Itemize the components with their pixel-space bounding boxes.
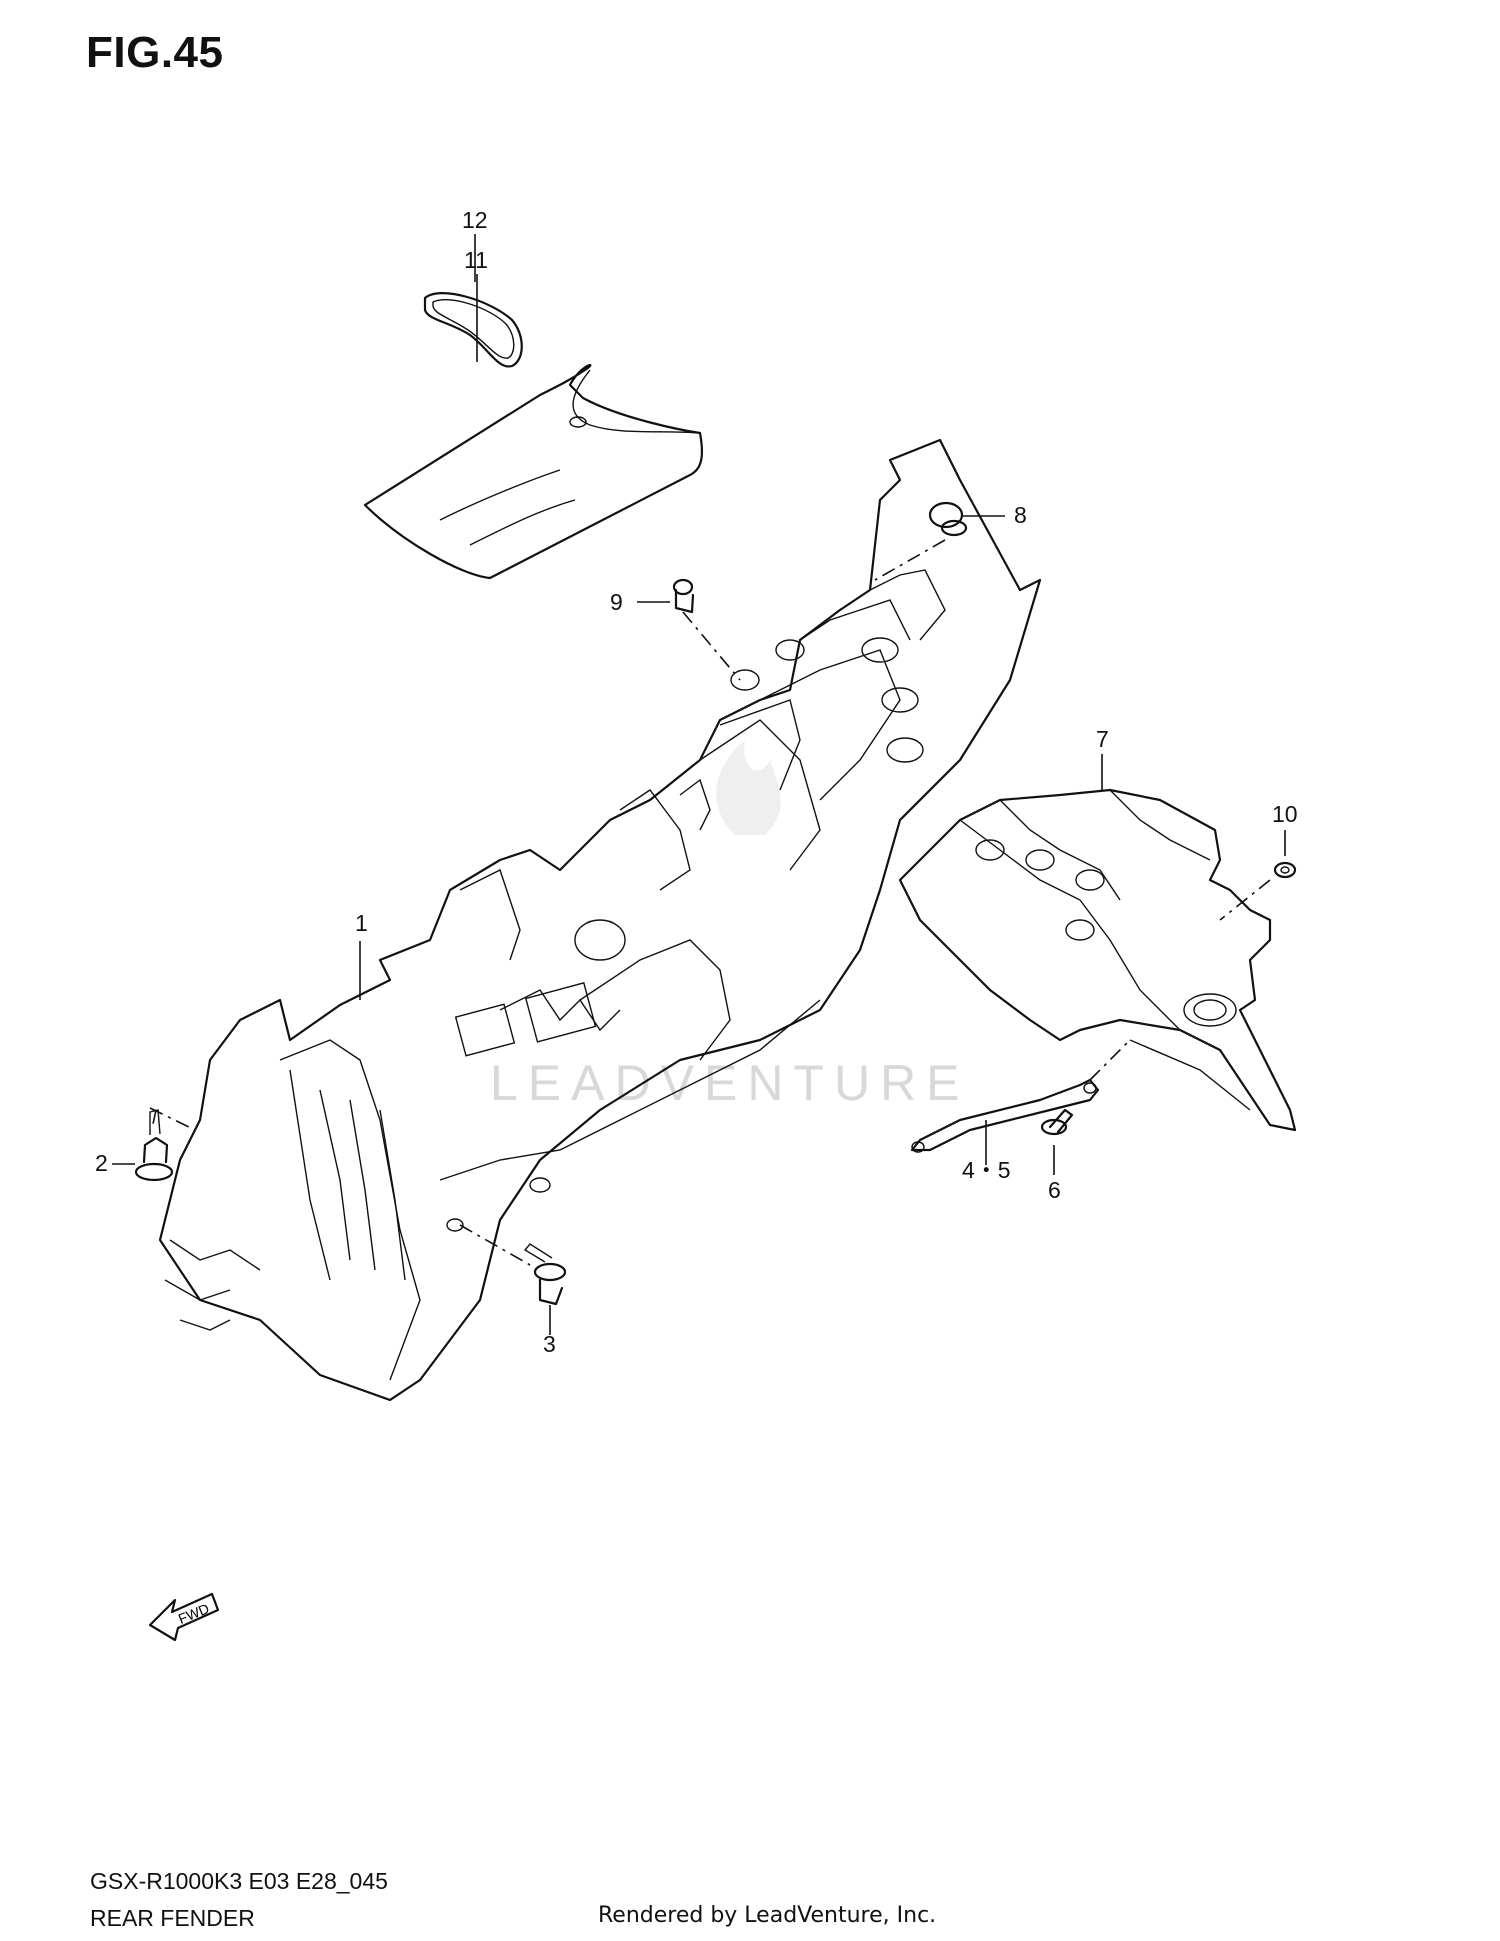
- assembly-line-3: [459, 1224, 531, 1266]
- watermark-text: LEADVENTURE: [490, 1055, 970, 1111]
- figure-title: FIG.45: [86, 28, 224, 77]
- part-10-washer[interactable]: [1273, 861, 1297, 879]
- assembly-line-4-5: [1089, 1039, 1131, 1081]
- diagram-caption: REAR FENDER: [90, 1905, 255, 1931]
- callout-11: 11: [464, 247, 488, 273]
- callout-3: 3: [543, 1331, 556, 1357]
- part-4-5-stay[interactable]: [910, 1078, 1100, 1153]
- callout-12: 12: [462, 207, 488, 233]
- assembly-line-2: [149, 1107, 196, 1131]
- part-1-rear-fender[interactable]: [158, 438, 1042, 1402]
- callout-1: 1: [355, 910, 368, 936]
- part-8-nut[interactable]: [928, 501, 968, 537]
- part-12-strap[interactable]: [423, 292, 523, 368]
- part-3-bolt[interactable]: [523, 1243, 567, 1306]
- part-9-bolt[interactable]: [672, 578, 695, 614]
- callout-4-5: 4・5: [962, 1157, 1011, 1183]
- diagram-code: GSX-R1000K3 E03 E28_045: [90, 1868, 388, 1894]
- callout-9: 9: [610, 589, 623, 615]
- part-2-bolt[interactable]: [134, 1109, 174, 1182]
- assembly-line-9: [682, 611, 741, 681]
- callout-2: 2: [95, 1150, 108, 1176]
- flame-watermark-icon: [716, 740, 781, 835]
- rendered-by-credit: Rendered by LeadVenture, Inc.: [598, 1903, 937, 1928]
- callout-6: 6: [1048, 1177, 1061, 1203]
- fwd-label: FWD: [176, 1600, 212, 1627]
- callout-7: 7: [1096, 726, 1109, 752]
- callout-10: 10: [1272, 801, 1298, 827]
- assembly-line-10: [1219, 879, 1271, 921]
- part-7-fender-extension[interactable]: [898, 788, 1297, 1132]
- assembly-line-8: [874, 539, 946, 581]
- fwd-arrow-icon: FWD: [148, 1592, 220, 1642]
- part-11-tool-bag[interactable]: [363, 363, 704, 580]
- callout-8: 8: [1014, 502, 1027, 528]
- part-6-screw[interactable]: [1040, 1108, 1074, 1136]
